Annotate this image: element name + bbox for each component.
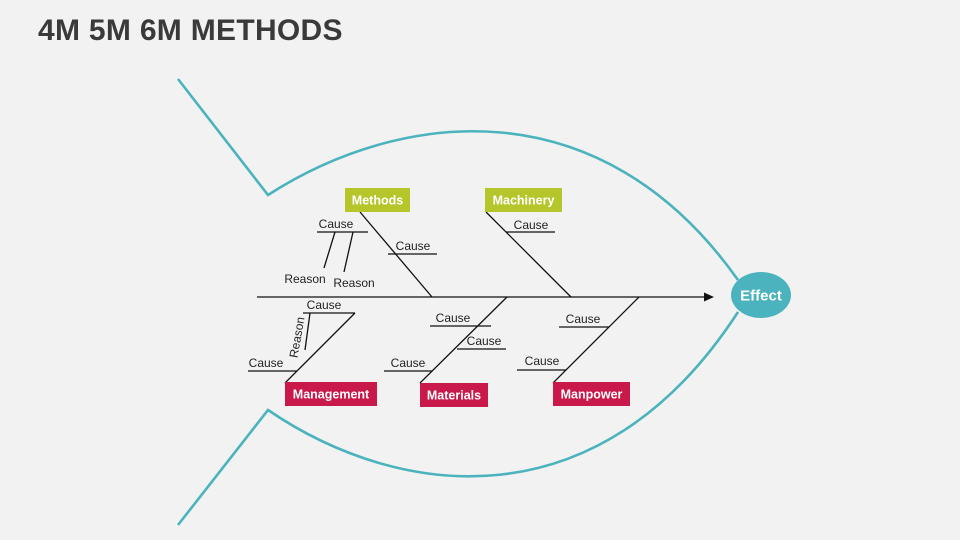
category-methods-box xyxy=(345,188,410,212)
manpower-bone xyxy=(552,296,640,384)
cause-label: Cause xyxy=(307,298,342,312)
methods-reason-2-line xyxy=(343,231,354,273)
cause-label: Cause xyxy=(436,311,471,325)
cause-label: Cause xyxy=(566,312,601,326)
category-methods: Methods xyxy=(345,188,410,212)
cause-label: Cause xyxy=(514,218,549,232)
cause-label: Cause xyxy=(467,334,502,348)
cause-label: Cause xyxy=(249,356,284,370)
effect-node: Effect xyxy=(731,272,791,318)
fish-outline-top xyxy=(176,78,740,281)
category-management-box xyxy=(285,382,377,406)
fish-outline-bottom xyxy=(176,311,740,526)
cause-label: Cause xyxy=(525,354,560,368)
category-manpower-box xyxy=(553,382,630,406)
spine-arrowhead xyxy=(704,292,714,302)
category-methods-label: Methods xyxy=(352,194,403,208)
machinery-bone xyxy=(485,211,572,298)
cause-label: Cause xyxy=(391,356,426,370)
category-machinery: Machinery xyxy=(485,188,562,212)
category-machinery-box xyxy=(485,188,562,212)
materials-bone xyxy=(419,296,508,384)
category-materials-box xyxy=(420,383,488,407)
methods-reason-1-line xyxy=(323,231,336,269)
category-materials-label: Materials xyxy=(427,389,481,403)
effect-label: Effect xyxy=(740,288,782,305)
reason-label: Reason xyxy=(287,316,308,359)
page-title: 4M 5M 6M METHODS xyxy=(38,14,343,47)
cause-label: Cause xyxy=(319,217,354,231)
cause-label: Cause xyxy=(396,239,431,253)
category-machinery-label: Machinery xyxy=(493,194,555,208)
category-management-label: Management xyxy=(293,388,370,402)
category-materials: Materials xyxy=(420,383,488,407)
reason-label: Reason xyxy=(284,272,325,286)
category-manpower-label: Manpower xyxy=(561,388,623,402)
effect-ellipse xyxy=(731,272,791,318)
category-management: Management xyxy=(285,382,377,406)
management-reason-1-line xyxy=(304,312,311,351)
category-manpower: Manpower xyxy=(553,382,630,406)
reason-label: Reason xyxy=(333,276,374,290)
